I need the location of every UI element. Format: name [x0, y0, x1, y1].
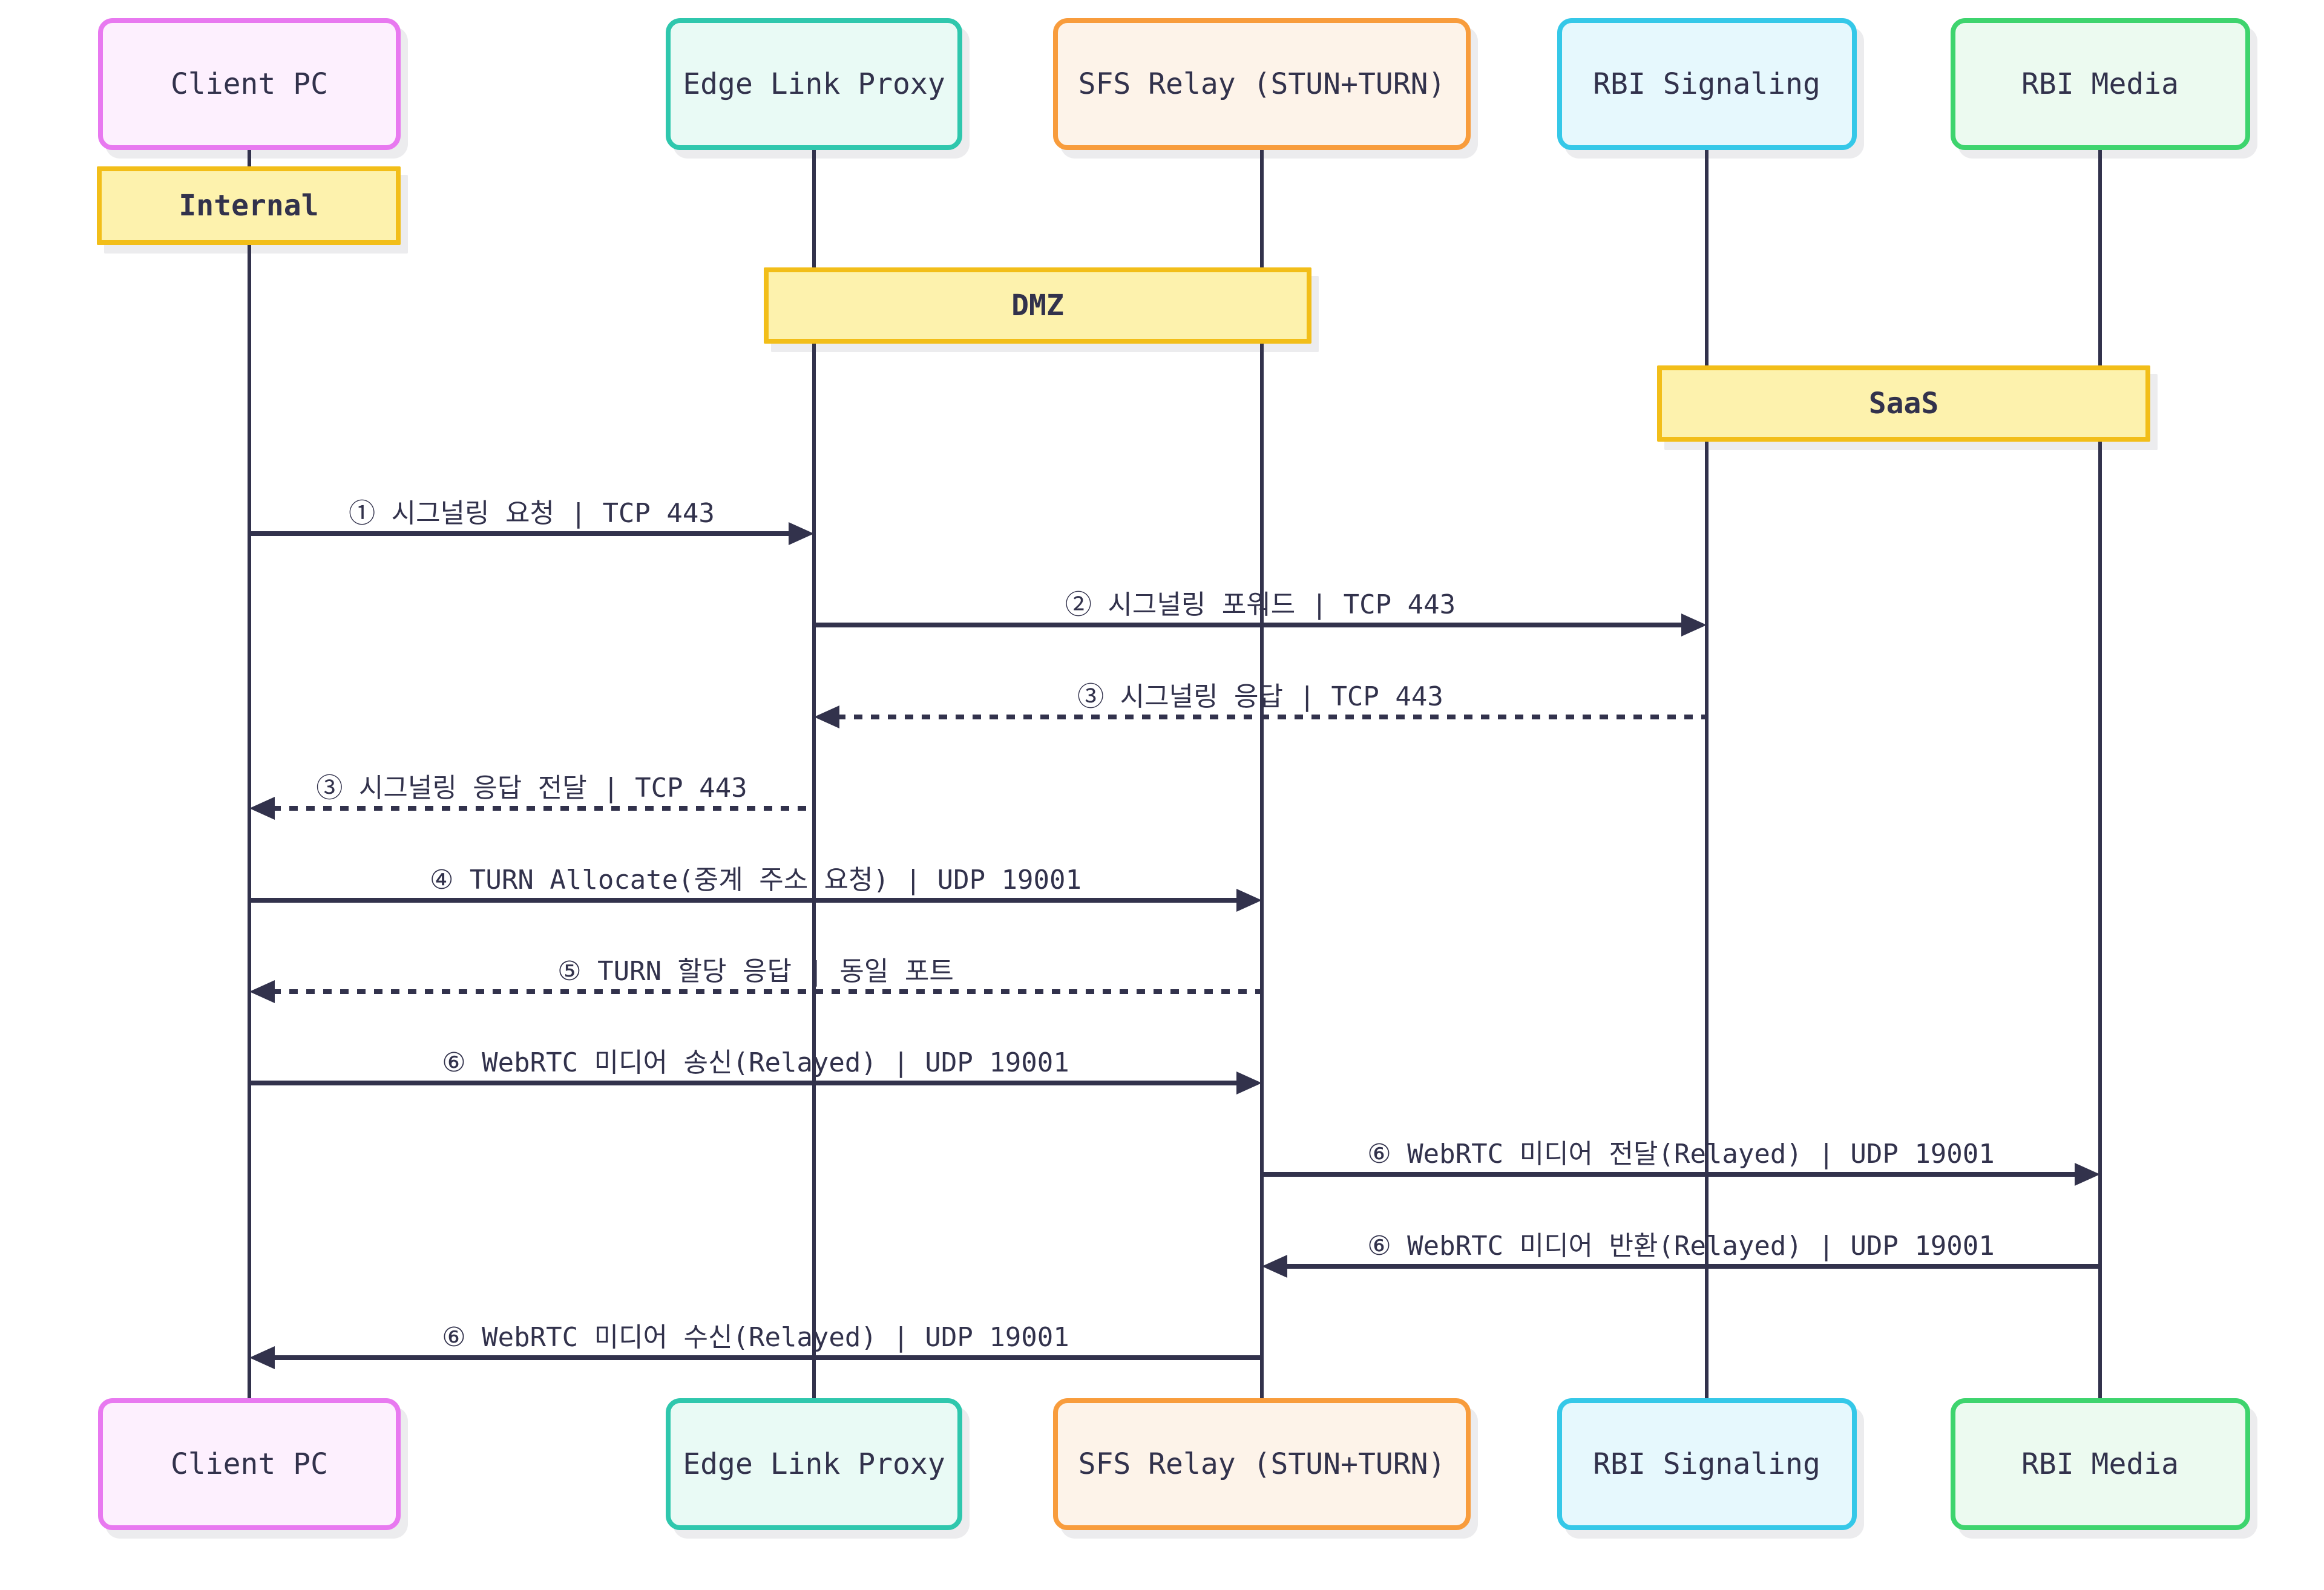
message-10-arrowhead-icon	[249, 1346, 275, 1369]
participant-label-client-pc: Client PC	[170, 67, 329, 101]
participant-label-rbi-signaling: RBI Signaling	[1593, 67, 1820, 101]
message-5-arrowhead-icon	[1236, 889, 1262, 912]
zone-label-internal: Internal	[179, 189, 319, 223]
message-7-label: ⑥ WebRTC 미디어 송신(Relayed) | UDP 19001	[442, 1047, 1069, 1078]
zone-label-dmz: DMZ	[1011, 289, 1064, 322]
message-9-label: ⑥ WebRTC 미디어 반환(Relayed) | UDP 19001	[1367, 1231, 1995, 1261]
message-9-line	[1285, 1264, 2100, 1269]
message-4-arrowhead-icon	[249, 797, 275, 820]
participant-label-rbi-media: RBI Media	[2021, 1447, 2179, 1481]
message-4-label: ③ 시그널링 응답 전달 | TCP 443	[316, 773, 747, 803]
lifeline-rbi-signaling	[1705, 149, 1709, 1399]
zone-internal: Internal	[97, 166, 401, 245]
participant-label-rbi-signaling: RBI Signaling	[1593, 1447, 1820, 1481]
participant-label-client-pc: Client PC	[170, 1447, 329, 1481]
message-2-label: ② 시그널링 포워드 | TCP 443	[1065, 589, 1456, 620]
lifeline-sfs-relay	[1260, 149, 1264, 1399]
message-5-line	[249, 898, 1239, 903]
message-1-line	[249, 531, 791, 536]
participant-edge-link-proxy-top: Edge Link Proxy	[666, 18, 962, 150]
message-9-arrowhead-icon	[1262, 1255, 1287, 1278]
zone-label-saas: SaaS	[1868, 387, 1939, 420]
participant-rbi-signaling-top: RBI Signaling	[1557, 18, 1857, 150]
zone-saas: SaaS	[1657, 365, 2150, 442]
message-10-line	[272, 1355, 1262, 1360]
participant-client-pc-top: Client PC	[98, 18, 401, 150]
message-1-arrowhead-icon	[789, 522, 814, 545]
message-6-label: ⑤ TURN 할당 응답 | 동일 포트	[557, 956, 954, 987]
participant-rbi-media-bottom: RBI Media	[1950, 1398, 2250, 1530]
message-4-line	[272, 806, 814, 811]
message-8-line	[1262, 1172, 2077, 1177]
message-8-arrowhead-icon	[2075, 1163, 2100, 1186]
zone-dmz: DMZ	[764, 267, 1311, 344]
message-10-label: ⑥ WebRTC 미디어 수신(Relayed) | UDP 19001	[442, 1322, 1069, 1353]
participant-label-rbi-media: RBI Media	[2021, 67, 2179, 101]
participant-edge-link-proxy-bottom: Edge Link Proxy	[666, 1398, 962, 1530]
message-6-arrowhead-icon	[249, 980, 275, 1003]
participant-label-sfs-relay: SFS Relay (STUN+TURN)	[1078, 1447, 1446, 1481]
message-2-line	[814, 623, 1684, 627]
message-3-line	[837, 715, 1707, 719]
participant-label-edge-link-proxy: Edge Link Proxy	[683, 1447, 945, 1481]
participant-label-edge-link-proxy: Edge Link Proxy	[683, 67, 945, 101]
lifeline-edge-link-proxy	[812, 149, 816, 1399]
message-3-arrowhead-icon	[814, 705, 839, 728]
participant-label-sfs-relay: SFS Relay (STUN+TURN)	[1078, 67, 1446, 101]
message-3-label: ③ 시그널링 응답 | TCP 443	[1077, 681, 1443, 712]
message-6-line	[272, 989, 1262, 994]
participant-sfs-relay-bottom: SFS Relay (STUN+TURN)	[1053, 1398, 1471, 1530]
message-1-label: ① 시그널링 요청 | TCP 443	[349, 498, 715, 529]
participant-sfs-relay-top: SFS Relay (STUN+TURN)	[1053, 18, 1471, 150]
lifeline-rbi-media	[2098, 149, 2102, 1399]
message-8-label: ⑥ WebRTC 미디어 전달(Relayed) | UDP 19001	[1367, 1139, 1995, 1170]
participant-rbi-media-top: RBI Media	[1950, 18, 2250, 150]
message-5-label: ④ TURN Allocate(중계 주소 요청) | UDP 19001	[429, 865, 1082, 895]
message-2-arrowhead-icon	[1681, 613, 1707, 636]
message-7-line	[249, 1081, 1239, 1085]
participant-client-pc-bottom: Client PC	[98, 1398, 401, 1530]
participant-rbi-signaling-bottom: RBI Signaling	[1557, 1398, 1857, 1530]
lifeline-client-pc	[248, 149, 251, 1399]
message-7-arrowhead-icon	[1236, 1071, 1262, 1094]
